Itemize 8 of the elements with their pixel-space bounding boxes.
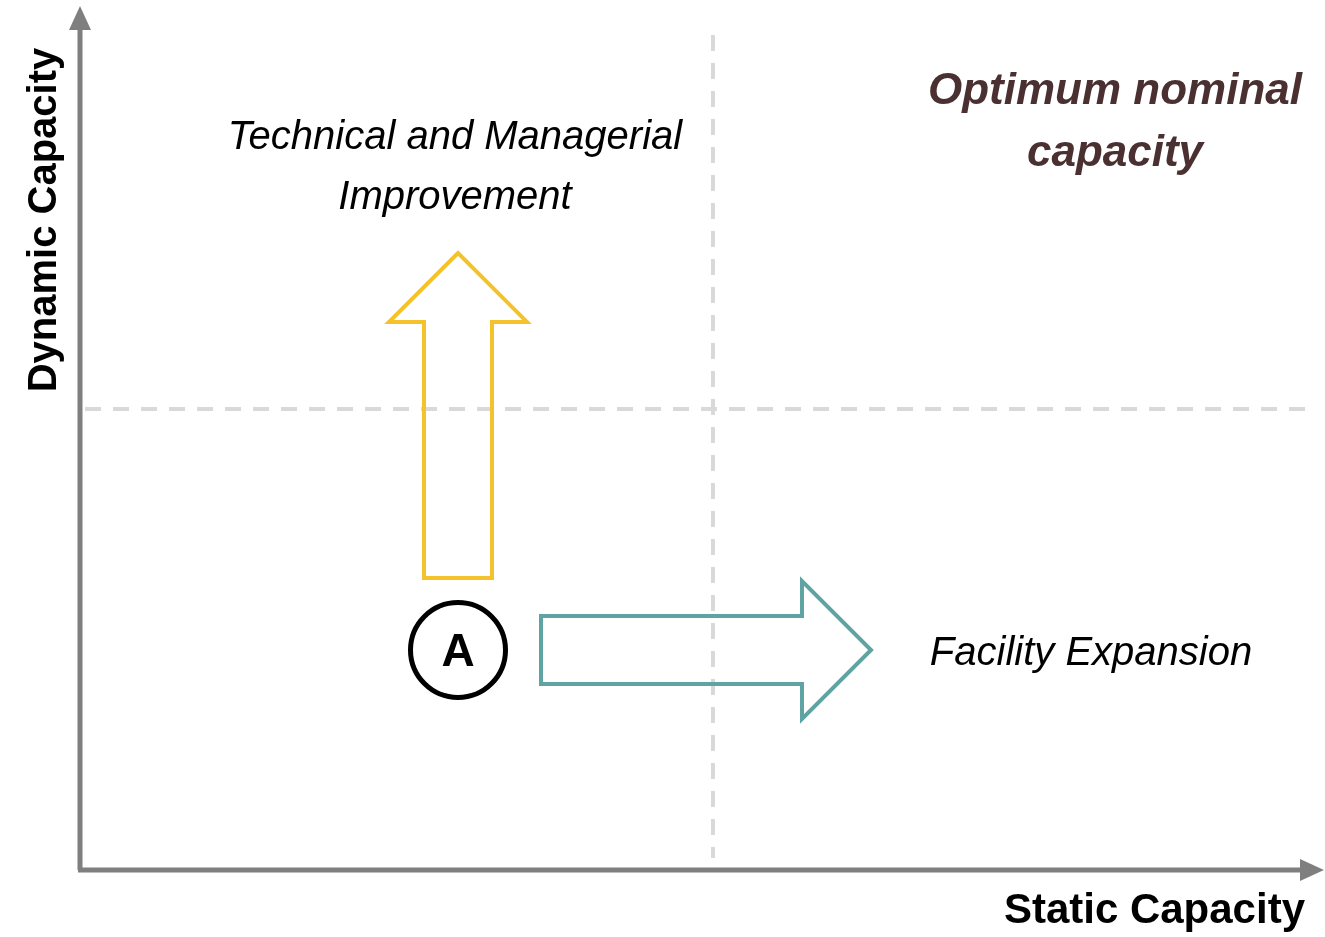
block-arrow	[539, 576, 874, 724]
block-arrow	[384, 250, 532, 580]
quadrant-label: Optimum nominal capacity	[927, 63, 1304, 177]
arrow-label: Technical and Managerial Improvement	[185, 105, 725, 253]
axis-title: Static Capacity	[1002, 884, 1305, 934]
axis-title: Dynamic Capacity	[19, 46, 65, 395]
arrow-label: Facility Expansion	[871, 620, 1311, 682]
point-circle: A	[408, 600, 508, 700]
